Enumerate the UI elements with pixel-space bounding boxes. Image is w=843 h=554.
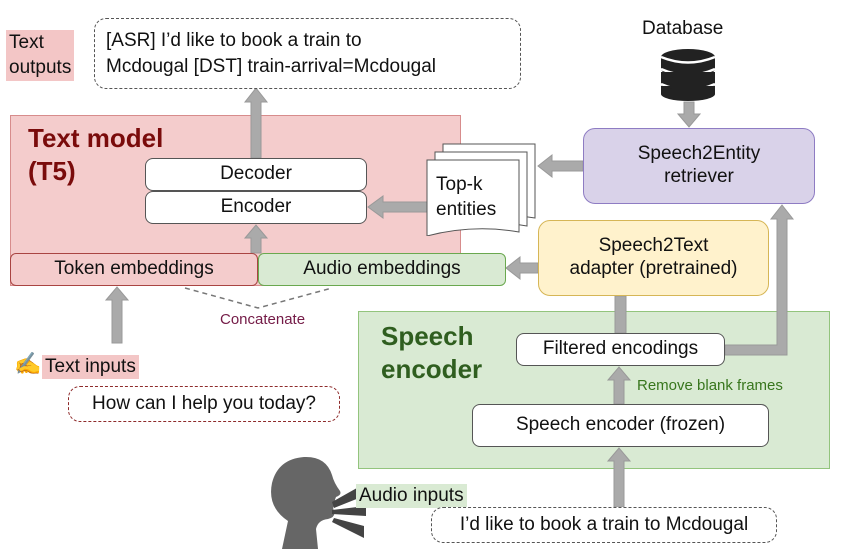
- speaking-head-icon: [271, 456, 341, 549]
- speech-encoder-title: Speech encoder: [381, 321, 483, 384]
- retriever-line1: Speech2Entity: [637, 143, 761, 165]
- arrow-topk-to-encoder: [367, 195, 428, 219]
- arrow-text-inputs-to-tokens: [104, 286, 130, 344]
- adapter-line1: Speech2Text: [598, 235, 709, 257]
- arrow-filtered-to-retriever: [724, 204, 795, 356]
- audio-inputs-example-box: I’d like to book a train to Mcdougal: [431, 507, 777, 543]
- arrow-audio-to-speech-encoder: [606, 447, 632, 508]
- arrow-frozen-to-filtered: [606, 366, 632, 405]
- database-label: Database: [642, 18, 724, 39]
- audio-embeddings-box: Audio embeddings: [258, 253, 506, 286]
- text-inputs-label: Text inputs: [42, 355, 139, 379]
- text-outputs-label: Text outputs: [6, 30, 75, 82]
- token-embeddings-box: Token embeddings: [10, 253, 258, 286]
- database-icon: [660, 49, 716, 101]
- filtered-encodings-box: Filtered encodings: [516, 333, 725, 366]
- speech2entity-retriever-box: Speech2Entity retriever: [583, 128, 815, 204]
- arrow-adapter-to-audio-emb: [505, 255, 539, 281]
- documents-stack-icon: [426, 143, 536, 236]
- text-model-title: Text model (T5): [28, 123, 164, 186]
- audio-inputs-label: Audio inputs: [356, 484, 467, 508]
- text-outputs-line2: Mcdougal [DST] train-arrival=Mcdougal: [106, 55, 436, 77]
- arrow-embeddings-to-encoder: [243, 224, 269, 254]
- concatenate-label: Concatenate: [220, 311, 306, 328]
- topk-label: Top-k entities: [436, 174, 497, 220]
- remove-blank-frames-label: Remove blank frames: [637, 377, 783, 394]
- adapter-line2: adapter (pretrained): [569, 258, 738, 279]
- decoder-box: Decoder: [145, 158, 367, 191]
- speech-encoder-frozen-box: Speech encoder (frozen): [472, 404, 769, 447]
- arrow-retriever-to-topk: [537, 153, 584, 179]
- arrow-database-to-retriever: [676, 101, 702, 128]
- encoder-box: Encoder: [145, 191, 367, 224]
- link-filtered-to-adapter: [614, 295, 627, 334]
- arrow-decoder-to-outputs: [243, 87, 269, 159]
- retriever-line2: retriever: [664, 166, 734, 187]
- text-outputs-line1: [ASR] I’d like to book a train to: [106, 29, 362, 51]
- hand-writing-icon: ✍: [14, 351, 42, 376]
- text-inputs-example-box: How can I help you today?: [68, 386, 340, 422]
- text-outputs-box: [ASR] I’d like to book a train to Mcdoug…: [94, 18, 521, 89]
- speech2text-adapter-box: Speech2Text adapter (pretrained): [538, 220, 769, 296]
- concatenate-brace: [184, 287, 333, 309]
